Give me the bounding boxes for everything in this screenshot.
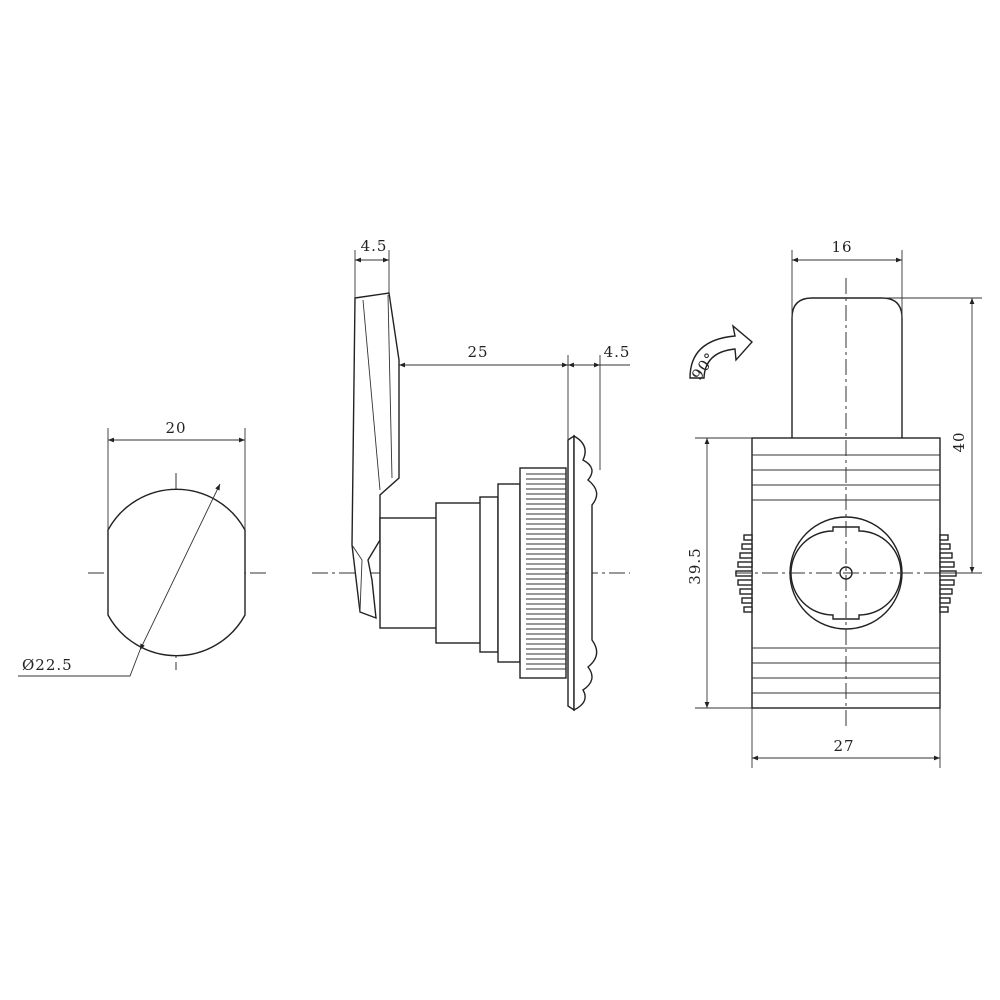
- mounting-nut: [497, 483, 521, 663]
- grip-tooth: [939, 597, 951, 604]
- body-height-label: 39.5: [686, 547, 704, 584]
- cam-width-label: 16: [831, 238, 852, 256]
- grip-tooth: [939, 552, 953, 559]
- knurled-ring: [519, 467, 567, 679]
- cam-thickness-label: 4.5: [361, 237, 388, 255]
- body-length-label: 25: [467, 343, 488, 361]
- grip-tooth: [737, 579, 753, 586]
- cam-round-outline: [107, 488, 246, 657]
- flange-wavy-edge: [573, 434, 598, 712]
- cam-arm-bevel: [387, 294, 393, 479]
- cam-nut-edge: [351, 544, 363, 613]
- diameter-leader-line: [18, 649, 141, 677]
- grip-tooth: [737, 561, 753, 568]
- knurl-lines: [526, 473, 566, 670]
- grip-tooth: [739, 588, 753, 595]
- cam-shaft: [379, 517, 439, 629]
- grip-tooth: [741, 597, 753, 604]
- grip-tooth: [939, 579, 955, 586]
- cam-arm: [351, 292, 400, 620]
- grip-tooth: [741, 543, 753, 550]
- diameter-dimension-line: [139, 483, 221, 651]
- grip-tooth: [739, 552, 753, 559]
- flange-thickness-label: 4.5: [604, 343, 631, 361]
- rotation-arrow-icon: [689, 324, 754, 379]
- back-view: 90° 16: [686, 238, 982, 768]
- overall-height-label: 40: [950, 431, 968, 452]
- side-view: 4.5 25 4.5: [312, 237, 631, 712]
- width-dimension-label: 20: [165, 419, 186, 437]
- front-flange: [567, 434, 575, 712]
- cam-arm-inner-edge: [362, 299, 381, 491]
- grip-tooth: [743, 606, 753, 613]
- grip-tooth: [939, 534, 949, 541]
- front-view: 20 Ø22.5: [18, 419, 268, 677]
- grip-tooth: [939, 606, 949, 613]
- lock-collar: [479, 496, 499, 653]
- grip-tooth: [939, 543, 951, 550]
- grip-tooth: [939, 561, 955, 568]
- grip-tooth: [743, 534, 753, 541]
- cam-tongue: [791, 297, 903, 438]
- grip-tooth: [939, 588, 953, 595]
- lock-barrel: [435, 502, 482, 644]
- diameter-dimension-label: Ø22.5: [22, 656, 73, 674]
- body-width-label: 27: [833, 737, 854, 755]
